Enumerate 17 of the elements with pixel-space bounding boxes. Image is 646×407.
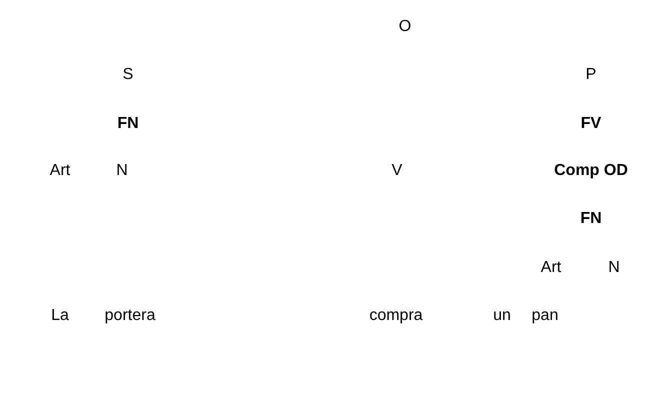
phrase-label: FV <box>580 116 602 132</box>
function-label: Comp OD <box>554 163 628 179</box>
category-label: O <box>398 19 412 35</box>
word-label: un <box>493 308 511 324</box>
category-label: N <box>116 163 128 179</box>
category-label: Art <box>50 163 70 179</box>
category-label: Art <box>540 260 562 276</box>
word-label: compra <box>369 308 423 324</box>
phrase-label: FN <box>580 211 602 227</box>
word-label: pan <box>532 308 558 324</box>
category-label: P <box>586 67 596 83</box>
word-label: La <box>51 308 69 324</box>
phrase-label: FN <box>117 116 139 132</box>
category-label: N <box>608 260 620 276</box>
word-label: portera <box>104 308 156 324</box>
category-label: S <box>122 67 134 83</box>
category-label: V <box>392 163 402 179</box>
